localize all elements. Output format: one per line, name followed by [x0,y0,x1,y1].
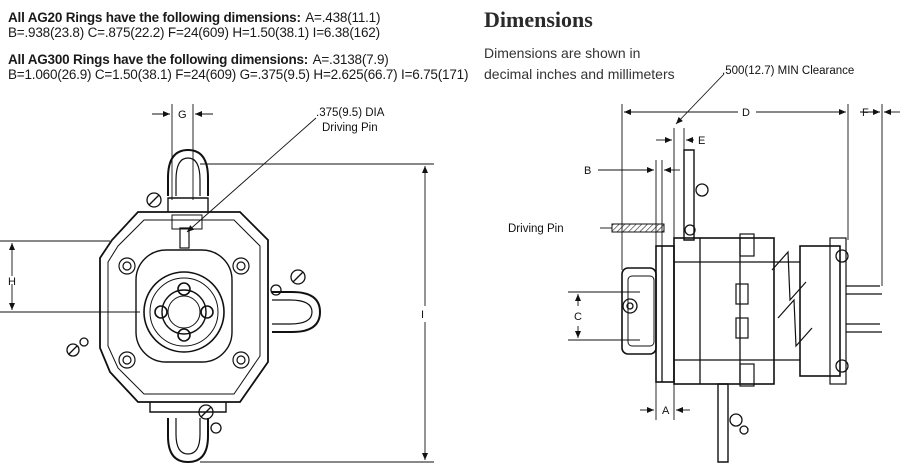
label-g: G [178,109,187,121]
front-view [66,148,322,464]
section-title: Dimensions [484,7,593,32]
front-driving-pin [179,227,190,249]
ag20-spec-values: B=.938(23.8) C=.875(22.2) F=24(609) H=1.… [8,25,380,40]
brush-block [799,245,841,377]
bottom-bracket [717,383,729,463]
ag300-spec-a: A=.3138(7.9) [312,52,389,67]
corner-bolts [118,257,250,369]
ag20-spec-a: A=.438(11.1) [305,10,381,25]
side-view [621,149,882,463]
bottom-bail [167,404,222,464]
driving-pin-label: Driving Pin [508,223,564,235]
label-a: A [662,405,670,417]
section-subtitle-line1: Dimensions are shown in [484,45,641,61]
front-dimensions [0,104,434,463]
label-e: E [698,135,705,147]
ag300-spec-values: B=1.060(26.9) C=1.50(38.1) F=24(609) G=.… [8,67,469,82]
side-body [673,237,775,385]
ag300-spec-lead: All AG300 Rings have the following dimen… [8,52,309,67]
label-d: D [742,107,750,119]
ring-body [99,211,269,403]
label-b: B [584,165,591,177]
ag300-spec: All AG300 Rings have the following dimen… [8,52,468,82]
section-subtitle-line2: decimal inches and millimeters [484,66,675,82]
label-c: C [574,311,582,323]
section-subtitle: Dimensions are shown in decimal inches a… [484,43,714,85]
clearance-label: .500(12.7) MIN Clearance [722,65,854,77]
top-bail [146,148,209,208]
label-f: F [862,107,869,119]
left-bolt [66,343,80,357]
label-i: I [421,309,424,321]
pin-driving-label: Driving Pin [322,122,378,134]
label-h: H [8,276,16,288]
flange [655,245,675,383]
ag20-spec: All AG20 Rings have the following dimens… [8,10,380,40]
pin-dia-label: .375(9.5) DIA [316,107,385,119]
top-bracket [683,149,695,241]
side-dimensions [568,73,900,420]
ag20-spec-lead: All AG20 Rings have the following dimens… [8,10,301,25]
right-bail [270,269,322,333]
shaft-stub [621,267,657,355]
center-hub [135,249,233,363]
